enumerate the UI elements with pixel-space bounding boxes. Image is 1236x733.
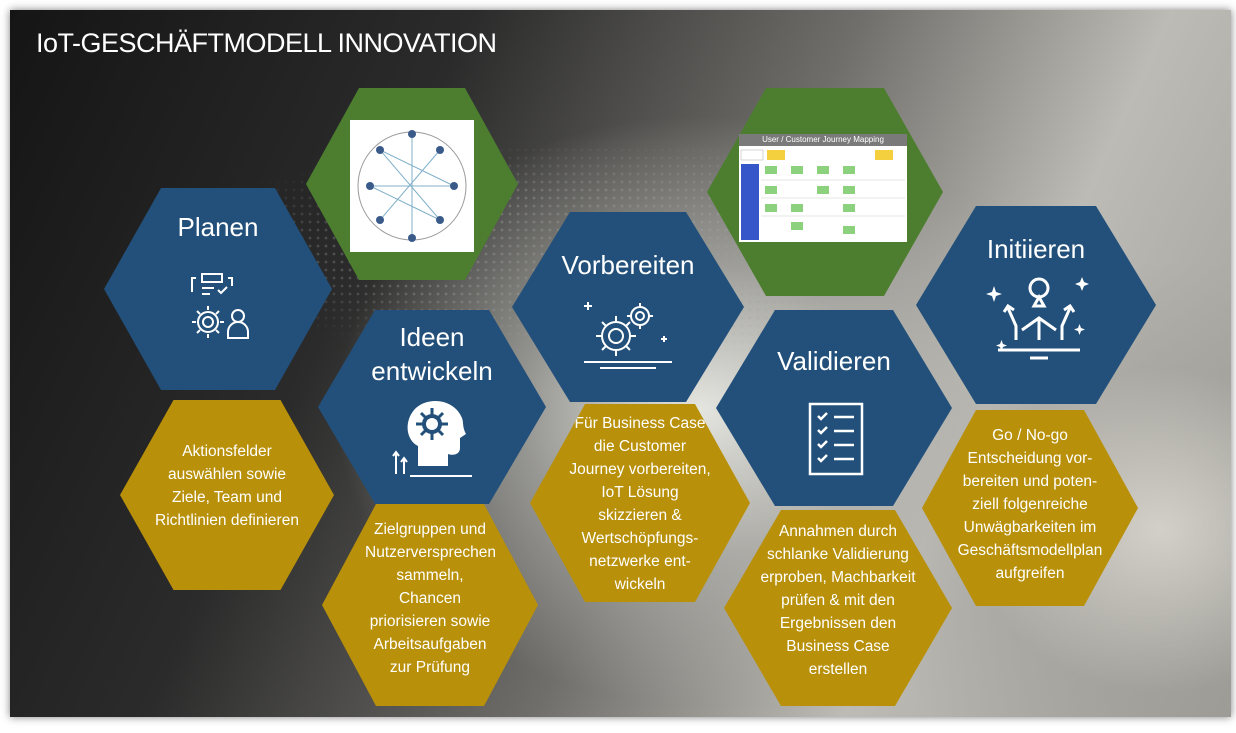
initiieren-hex: Initiieren	[916, 206, 1156, 404]
network-diagram-image	[357, 130, 467, 242]
slide: IoT-GESCHÄFTMODELL INNOVATION	[10, 10, 1231, 717]
planen-description: Aktionsfelder auswählen sowie Ziele, Tea…	[120, 440, 334, 532]
page-title: IoT-GESCHÄFTMODELL INNOVATION	[36, 28, 497, 58]
ideen-title-line1: Ideen	[399, 322, 465, 352]
initiieren-description: Go / No-go Entscheidung vor-bereiten und…	[922, 424, 1138, 585]
planning-settings-person-icon	[191, 273, 249, 339]
gears-icon	[584, 302, 672, 369]
validieren-description-hex: Annahmen durch schlanke Validierung erpr…	[724, 510, 952, 706]
decision-paths-icon	[986, 277, 1089, 360]
initiieren-description-text: Go / No-go Entscheidung vor-bereiten und…	[957, 427, 1103, 582]
validieren-description: Annahmen durch schlanke Validierung erpr…	[724, 520, 952, 681]
journey-map-grid	[740, 149, 905, 240]
head-idea-icon	[392, 400, 472, 477]
validieren-description-text: Annahmen durch schlanke Validierung erpr…	[760, 523, 916, 678]
planen-title: Planen	[177, 212, 259, 242]
checklist-icon	[808, 402, 864, 476]
ideen-hex: Ideen entwickeln	[318, 310, 546, 504]
network-diagram-hex	[306, 88, 518, 280]
initiieren-title: Initiieren	[986, 234, 1086, 264]
ideen-description-hex: Zielgruppen und Nutzerversprechen sammel…	[322, 504, 538, 706]
planen-description-text: Aktionsfelder auswählen sowie Ziele, Tea…	[155, 443, 299, 529]
vorbereiten-description: Für Business Case die Customer Journey v…	[530, 412, 750, 596]
vorbereiten-hex: Vorbereiten	[512, 212, 744, 402]
ideen-title-line2: entwickeln	[371, 356, 493, 386]
vorbereiten-description-hex: Für Business Case die Customer Journey v…	[530, 404, 750, 602]
vorbereiten-title: Vorbereiten	[561, 250, 695, 280]
journey-map-thumbnail: User / Customer Journey Mapping	[739, 134, 907, 242]
ideen-description: Zielgruppen und Nutzerversprechen sammel…	[322, 518, 538, 679]
vorbereiten-description-text: Für Business Case die Customer Journey v…	[569, 415, 711, 593]
value-network-diagram-thumbnail	[350, 120, 474, 252]
ideen-description-text: Zielgruppen und Nutzerversprechen sammel…	[365, 521, 496, 676]
validieren-title: Validieren	[777, 346, 891, 376]
journey-map-heading: User / Customer Journey Mapping	[739, 134, 907, 146]
